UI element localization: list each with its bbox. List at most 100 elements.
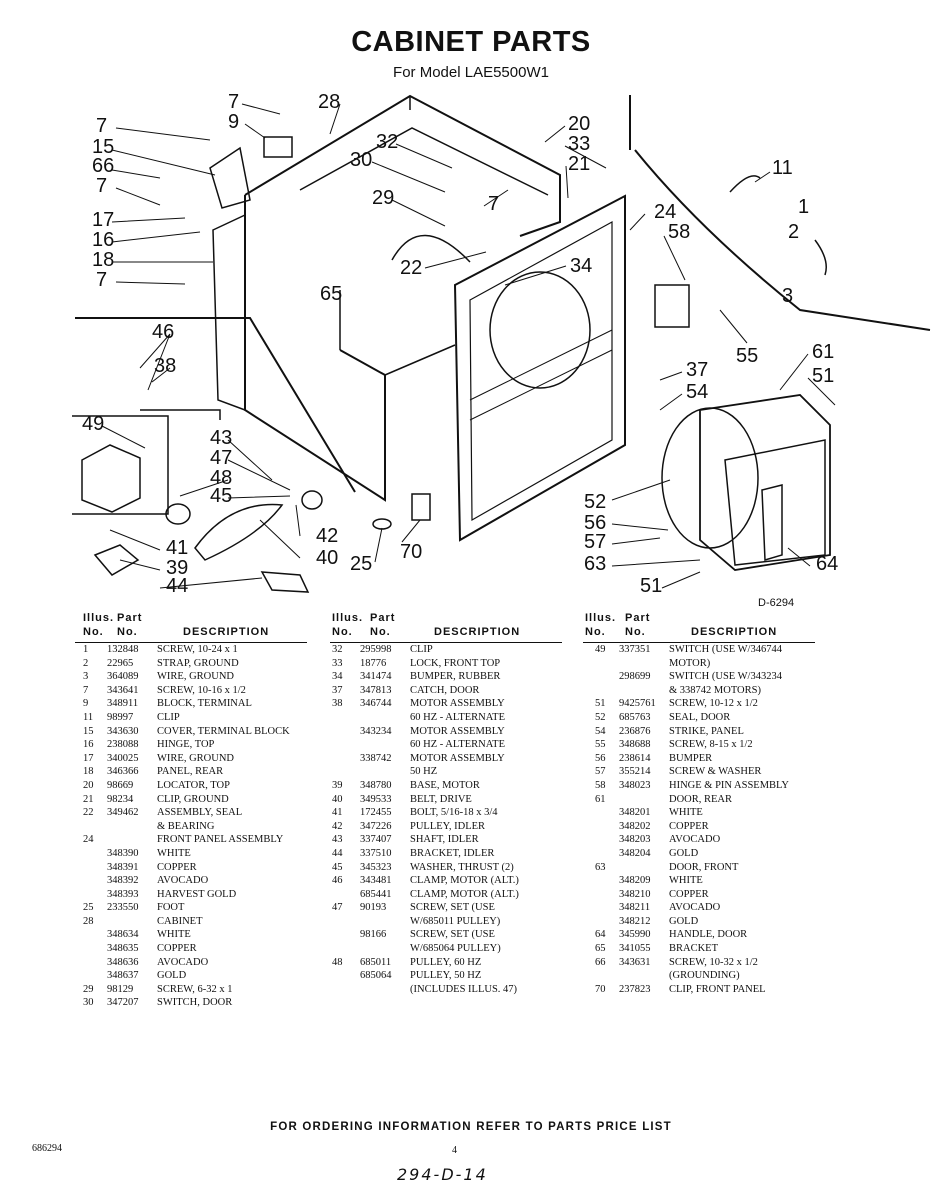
description: FOOT bbox=[157, 902, 185, 914]
part-number: 343631 bbox=[619, 956, 651, 968]
illus-number: 64 bbox=[595, 929, 606, 941]
illus-number: 22 bbox=[83, 807, 94, 819]
description: COPPER bbox=[157, 861, 197, 873]
callout-51: 51 bbox=[640, 575, 662, 597]
table-row: & BEARING bbox=[75, 820, 307, 834]
description: SCREW, 10-12 x 1/2 bbox=[669, 698, 758, 710]
rear-panel-outline bbox=[212, 213, 246, 412]
description: SHAFT, IDLER bbox=[410, 834, 479, 846]
illus-number: 54 bbox=[595, 725, 606, 737]
table-row: MOTOR) bbox=[583, 657, 815, 671]
part-number: 685064 bbox=[360, 970, 392, 982]
illus-number: 61 bbox=[595, 793, 606, 805]
callout-49: 49 bbox=[82, 413, 104, 435]
description: DOOR, FRONT bbox=[669, 861, 739, 873]
drawing-code: D-6294 bbox=[758, 597, 794, 609]
callout-11: 11 bbox=[772, 157, 793, 179]
description: BUMPER bbox=[669, 752, 713, 764]
description: 60 HZ - ALTERNATE bbox=[410, 711, 505, 723]
part-number: 348635 bbox=[107, 943, 139, 955]
description: SCREW, 10-16 x 1/2 bbox=[157, 684, 246, 696]
front-door-outline bbox=[699, 394, 831, 571]
description: HINGE & PIN ASSEMBLY bbox=[669, 779, 790, 791]
table-row: 64 345990 HANDLE, DOOR bbox=[583, 928, 815, 942]
callout-41: 41 bbox=[166, 537, 188, 559]
description: STRIKE, PANEL bbox=[669, 725, 744, 737]
description: (GROUNDING) bbox=[669, 970, 740, 982]
part-number: 98669 bbox=[107, 779, 134, 791]
header-illus: Illus. bbox=[83, 612, 115, 624]
description: CLIP bbox=[410, 644, 433, 655]
description: SCREW, 10-32 x 1/2 bbox=[669, 956, 758, 968]
description: COPPER bbox=[669, 820, 709, 832]
illus-number: 37 bbox=[332, 684, 343, 696]
table-row: (GROUNDING) bbox=[583, 969, 815, 983]
header-no: No. bbox=[332, 626, 353, 638]
part-number: 345990 bbox=[619, 929, 651, 941]
header-part: Part bbox=[370, 612, 396, 624]
illus-number: 42 bbox=[332, 820, 343, 832]
part-number: 132848 bbox=[107, 644, 139, 655]
description: COVER, TERMINAL BLOCK bbox=[157, 725, 290, 737]
callout-3: 3 bbox=[782, 285, 793, 307]
illus-number: 18 bbox=[83, 766, 94, 778]
callout-29: 29 bbox=[372, 187, 394, 209]
description: AVOCADO bbox=[157, 956, 209, 968]
part-number: 348911 bbox=[107, 698, 139, 710]
callout-20: 20 bbox=[568, 113, 590, 135]
description: BOLT, 5/16-18 x 3/4 bbox=[410, 807, 498, 819]
illus-number: 41 bbox=[332, 807, 343, 819]
illus-number: 28 bbox=[83, 915, 94, 927]
callout-22: 22 bbox=[400, 257, 422, 279]
part-number: 348211 bbox=[619, 902, 651, 914]
part-number: 348202 bbox=[619, 820, 651, 832]
illus-number: 66 bbox=[595, 956, 606, 968]
description: STRAP, GROUND bbox=[157, 657, 239, 669]
callout-18: 18 bbox=[92, 249, 114, 271]
description: HINGE, TOP bbox=[157, 739, 215, 751]
description: 50 HZ bbox=[410, 766, 438, 778]
illus-number: 30 bbox=[83, 997, 94, 1009]
callout-7: 7 bbox=[96, 115, 107, 137]
illus-number: 45 bbox=[332, 861, 343, 873]
callout-7: 7 bbox=[228, 91, 239, 113]
callout-40: 40 bbox=[316, 547, 338, 569]
description: FRONT PANEL ASSEMBLY bbox=[157, 834, 284, 846]
callout-66: 66 bbox=[92, 155, 114, 177]
part-number: 348780 bbox=[360, 779, 392, 791]
description: BUMPER, RUBBER bbox=[410, 671, 501, 683]
illus-number: 58 bbox=[595, 779, 606, 791]
illus-number: 52 bbox=[595, 711, 606, 723]
illus-number: 33 bbox=[332, 657, 343, 669]
description: & 338742 MOTORS) bbox=[669, 684, 761, 696]
illus-number: 25 bbox=[83, 902, 94, 914]
header-no-2: No. bbox=[117, 626, 138, 638]
description: SEAL, DOOR bbox=[669, 711, 731, 723]
callout-70: 70 bbox=[400, 541, 422, 563]
part-number: 348391 bbox=[107, 861, 139, 873]
illus-number: 56 bbox=[595, 752, 606, 764]
table-row: (INCLUDES ILLUS. 47) bbox=[330, 983, 562, 997]
part-number: 348203 bbox=[619, 834, 651, 846]
description: HANDLE, DOOR bbox=[669, 929, 748, 941]
table-row: 50 HZ bbox=[330, 765, 562, 779]
table-row: 348202 COPPER bbox=[583, 820, 815, 834]
